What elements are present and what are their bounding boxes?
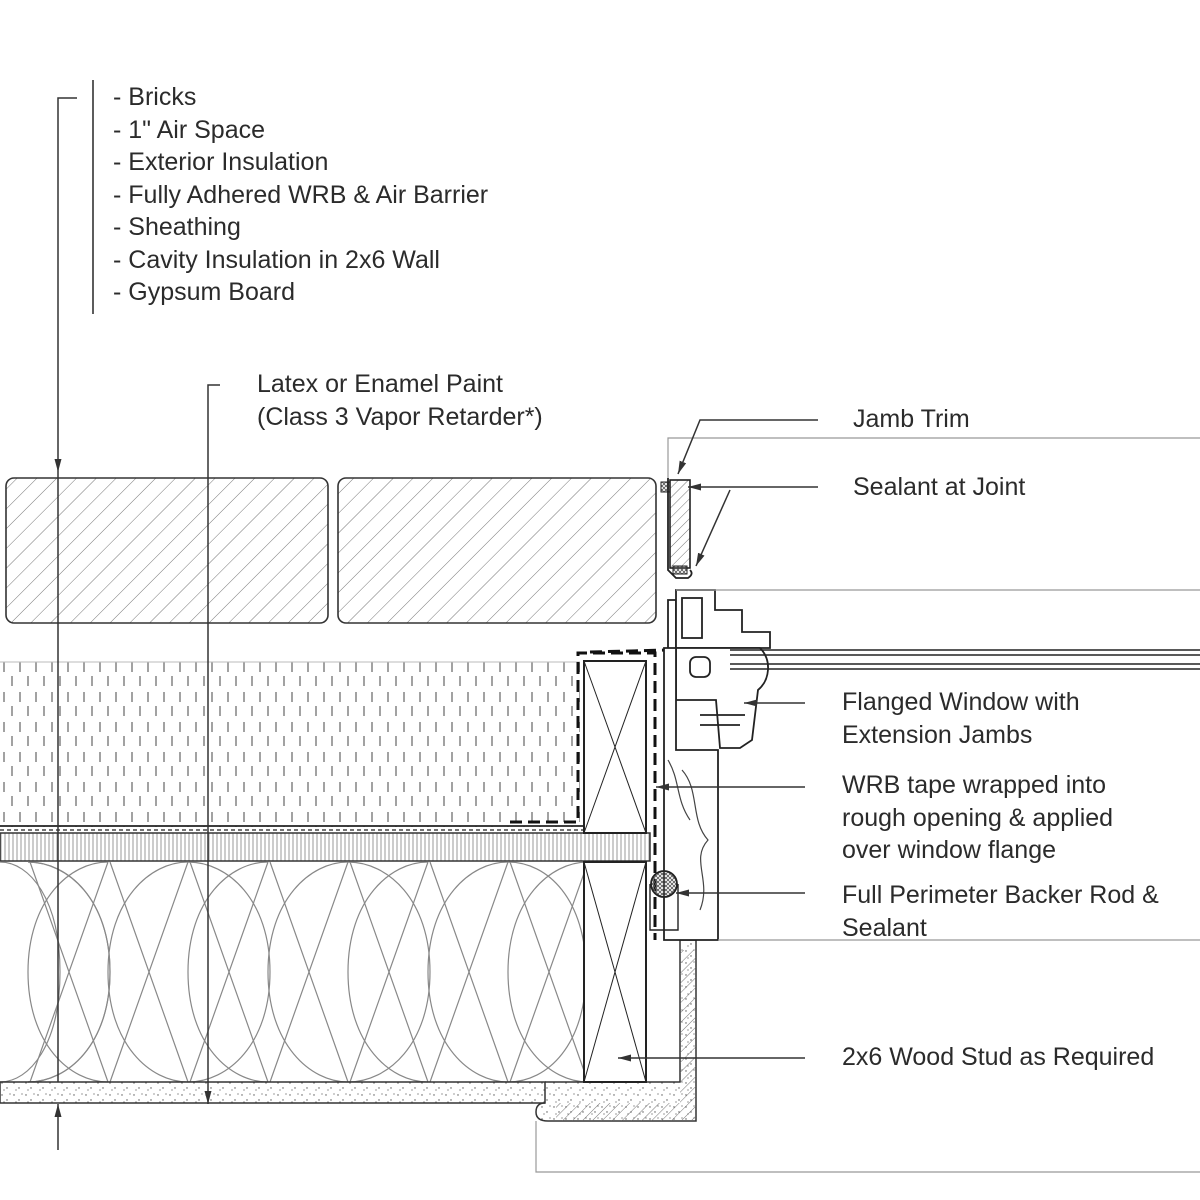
backer-rod-callout: Full Perimeter Backer Rod & Sealant (842, 879, 1159, 944)
wall-assembly-list: - Bricks - 1" Air Space - Exterior Insul… (113, 81, 488, 309)
window-callout-line2: Extension Jambs (842, 720, 1033, 749)
assembly-layer-air-space: - 1" Air Space (113, 115, 266, 144)
paint-callout-line2: (Class 3 Vapor Retarder*) (257, 402, 543, 431)
backer-rod (649, 870, 679, 931)
assembly-layer-exterior-insulation: - Exterior Insulation (113, 148, 329, 176)
leaders (54, 97, 818, 1150)
extension-jamb (663, 647, 719, 941)
assembly-layer-sheathing: - Sheathing (113, 213, 241, 241)
jamb-trim (669, 479, 691, 569)
backer-callout-line1: Full Perimeter Backer Rod & (842, 881, 1159, 909)
wood-studs (583, 660, 647, 1083)
wrb-tape-callout: WRB tape wrapped into rough opening & ap… (842, 769, 1113, 867)
assembly-layer-wrb: - Fully Adhered WRB & Air Barrier (113, 180, 489, 209)
wrb-tape (510, 648, 669, 940)
wood-stud-callout: 2x6 Wood Stud as Required (842, 1043, 1155, 1071)
backer-callout-line2: Sealant (842, 913, 927, 942)
jamb-trim-callout: Jamb Trim (853, 405, 970, 433)
sealant-callout: Sealant at Joint (853, 473, 1026, 501)
sheathing-layer (0, 832, 651, 862)
cavity-insulation-layer (0, 861, 589, 1083)
exterior-insulation-layer (0, 661, 584, 831)
gypsum-board-layer (0, 1081, 546, 1104)
brick-layer (5, 477, 657, 624)
paint-callout: Latex or Enamel Paint (Class 3 Vapor Ret… (257, 368, 543, 433)
window-callout-line1: Flanged Window with (842, 688, 1080, 716)
wrb-callout-line3: over window flange (842, 836, 1057, 864)
wrb-callout-line1: WRB tape wrapped into (842, 771, 1107, 799)
assembly-layer-cavity-insulation: - Cavity Insulation in 2x6 Wall (113, 245, 440, 274)
window-frame (667, 589, 771, 749)
glazing (730, 649, 1200, 670)
window-callout: Flanged Window with Extension Jambs (842, 686, 1080, 751)
paint-callout-line1: Latex or Enamel Paint (257, 370, 503, 398)
assembly-layer-gypsum: - Gypsum Board (113, 278, 296, 306)
assembly-layer-bricks: - Bricks (113, 83, 197, 111)
reference-lines (535, 437, 1200, 1173)
wrb-callout-line2: rough opening & applied (842, 803, 1114, 832)
